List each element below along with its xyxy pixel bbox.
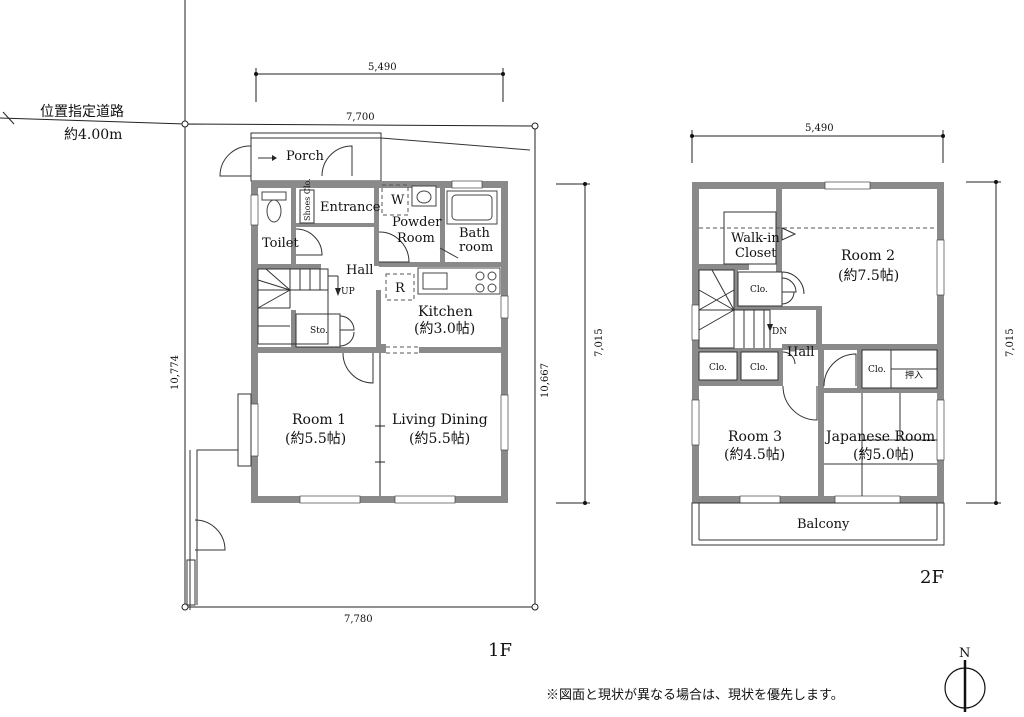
f1-porch-label: Porch [286,149,325,164]
f1-fridge-label: R [395,281,406,296]
f1-powder-label: Powder [392,215,442,230]
f2-walkin-label-2: Closet [735,246,777,261]
floor1-plan [186,68,590,610]
f2-dim-height: 7,015 [1005,328,1016,357]
f1-hall-label: Hall [346,263,373,278]
floor2-label: 2F [920,567,944,588]
f1-toilet-label: Toilet [262,236,299,251]
f1-storage-label: Sto. [310,326,328,336]
f2-oshiire-label: 押入 [905,369,923,381]
f1-dim-width: 5,490 [368,62,397,73]
f2-walkin-label: Walk-in [731,231,780,246]
road-width: 約4.00m [64,127,122,143]
f1-living-label: Living Dining [392,412,488,428]
f1-kitchen-label: Kitchen [418,304,473,320]
f2-closet-c-label: Clo. [868,365,886,375]
f1-bath-label-2: room [459,240,493,255]
f1-w-label: W [391,193,405,208]
f2-room2-label: Room 2 [841,248,895,264]
site-dim-bottom: 7,780 [344,614,373,625]
f2-room2-size: (約7.5帖) [838,268,899,284]
f1-room1-size: (約5.5帖) [285,431,346,447]
f2-balcony-label: Balcony [797,517,850,532]
f1-powder-label-2: Room [397,231,435,246]
site-dim-top: 7,700 [346,112,375,123]
f1-bath-label: Bath [459,226,491,241]
compass-icon [944,660,986,712]
f1-kitchen-size: (約3.0帖) [414,321,475,337]
f2-closet-b-label: Clo. [750,363,768,373]
floor1-label: 1F [488,640,512,661]
site-dim-right: 10,667 [540,363,551,398]
site-lines [0,0,539,611]
f2-stair-closet-label: Clo. [750,285,768,295]
f1-living-size: (約5.5帖) [409,431,470,447]
site-dim-left: 10,774 [170,355,181,390]
f2-dn-label: DN [772,327,787,337]
f2-hall-label: Hall [787,345,814,360]
f1-up-label: UP [341,287,355,297]
f2-room3-label: Room 3 [728,429,782,445]
f1-shoes-label: Shoes Clo. [303,178,312,221]
compass-north-label: N [959,646,970,661]
f2-japanese-size: (約5.0帖) [853,447,914,463]
f2-japanese-label: Japanese Room [824,429,935,445]
f2-room3-size: (約4.5帖) [724,447,785,463]
disclaimer-note: ※図面と現状が異なる場合は、現状を優先します。 [546,688,844,703]
f1-entrance-label: Entrance [320,200,381,215]
f2-closet-a-label: Clo. [709,363,727,373]
f2-dim-width: 5,490 [805,123,834,134]
floor2-plan [690,130,1001,546]
f1-dim-height: 7,015 [594,328,605,357]
f1-room1-label: Room 1 [292,412,346,428]
road-label: 位置指定道路 [40,104,124,120]
